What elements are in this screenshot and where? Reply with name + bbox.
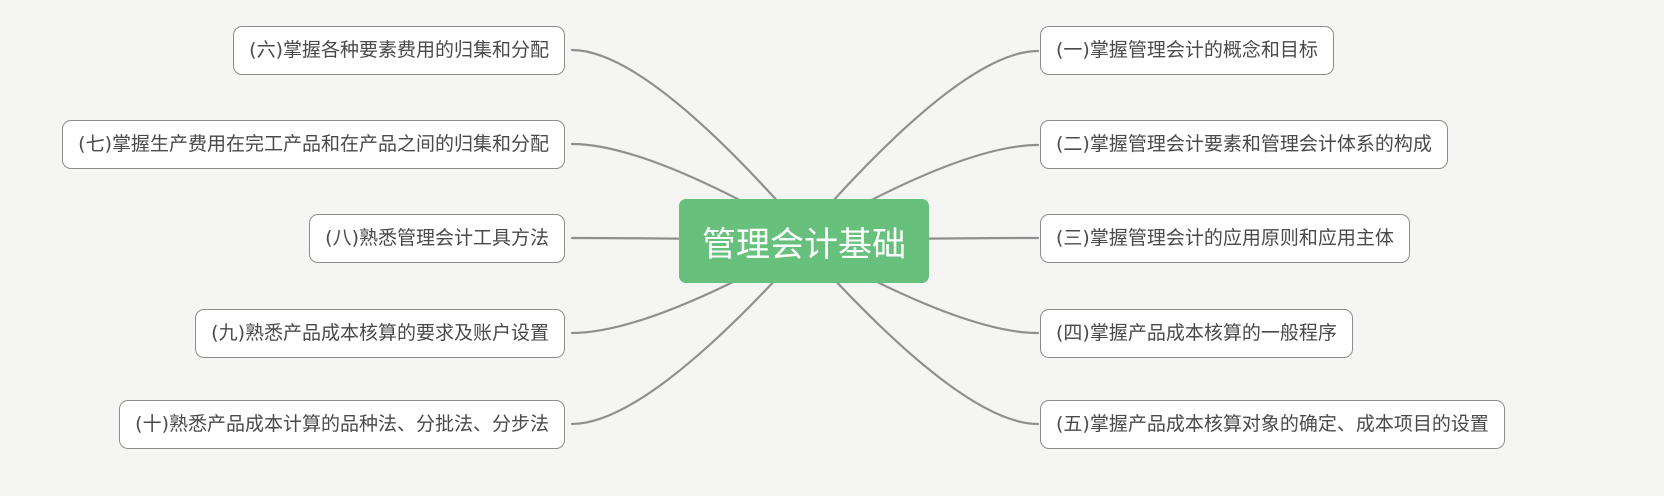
branch-node-8[interactable]: (八)熟悉管理会计工具方法	[309, 214, 565, 263]
branch-node-2[interactable]: (二)掌握管理会计要素和管理会计体系的构成	[1040, 120, 1448, 169]
branch-node-10[interactable]: (十)熟悉产品成本计算的品种法、分批法、分步法	[119, 400, 565, 449]
central-topic-node[interactable]: 管理会计基础	[679, 199, 929, 283]
branch-node-7[interactable]: (七)掌握生产费用在完工产品和在产品之间的归集和分配	[62, 120, 565, 169]
connector-left-5	[570, 240, 812, 426]
connector-right-1	[798, 49, 1040, 240]
branch-node-4[interactable]: (四)掌握产品成本核算的一般程序	[1040, 309, 1353, 358]
connector-right-5	[798, 240, 1040, 426]
branch-node-1[interactable]: (一)掌握管理会计的概念和目标	[1040, 26, 1334, 75]
branch-node-6[interactable]: (六)掌握各种要素费用的归集和分配	[233, 26, 565, 75]
branch-node-3[interactable]: (三)掌握管理会计的应用原则和应用主体	[1040, 214, 1410, 263]
branch-node-5[interactable]: (五)掌握产品成本核算对象的确定、成本项目的设置	[1040, 400, 1505, 449]
connector-left-1	[570, 48, 812, 240]
branch-node-9[interactable]: (九)熟悉产品成本核算的要求及账户设置	[195, 309, 565, 358]
